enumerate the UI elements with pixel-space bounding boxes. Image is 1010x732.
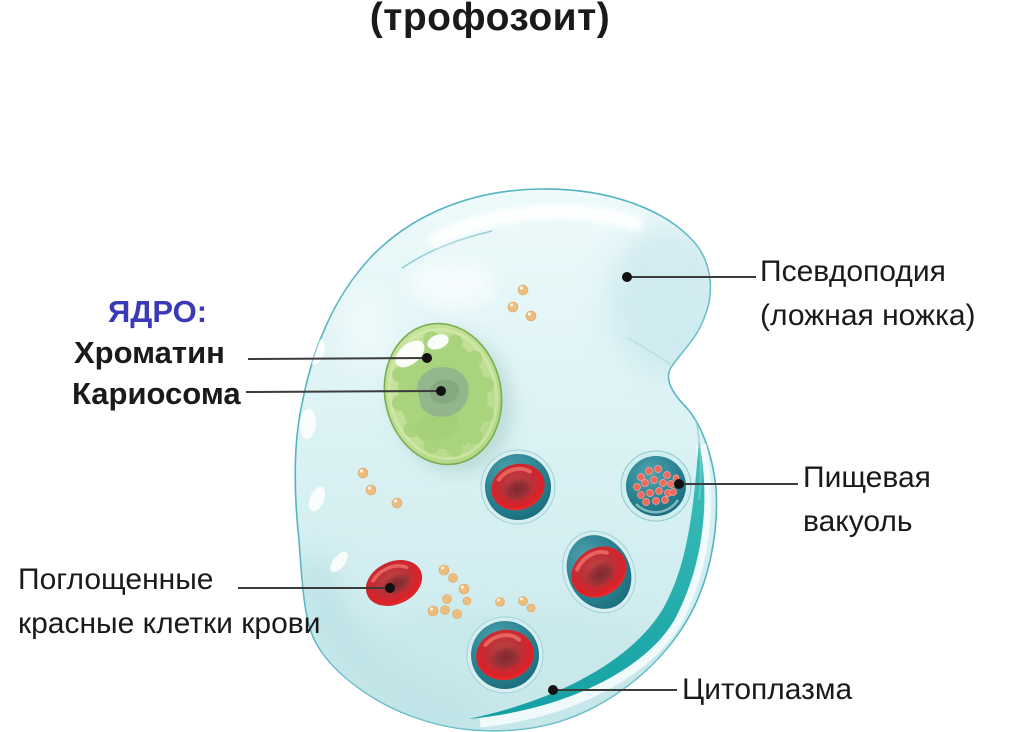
food-vacuole-pointer-dot: [674, 479, 684, 489]
nucleus-texture: [415, 411, 460, 441]
red-blood-cell-in-vacuole: [480, 449, 556, 525]
red-blood-cell-in-vacuole: [562, 530, 636, 614]
label-engulfed-rbc-line1: Поглощенные: [18, 563, 214, 596]
label-engulfed-rbc: Поглощенные красные клетки крови: [18, 558, 320, 646]
cytoplasm-pointer-dot: [548, 685, 558, 695]
pointer-dots: [385, 272, 684, 695]
karyosome-pointer-dot: [436, 386, 446, 396]
label-food-vacuole-line2: вакуоль: [803, 505, 913, 538]
nucleus-highlight: [395, 340, 425, 368]
label-engulfed-rbc-line2: красные клетки крови: [18, 607, 321, 640]
red-blood-cell-free: [365, 560, 423, 606]
crescent-light-gap: [479, 444, 712, 728]
label-karyosome: Кариосома: [72, 376, 241, 411]
membrane-seam: [401, 230, 493, 269]
cytoplasm-crescent: [468, 441, 705, 719]
chromatin-pointer-dot: [422, 353, 432, 363]
soft-highlight: [410, 260, 494, 308]
membrane-fold-2: [627, 337, 673, 367]
pointer-line-chromatin: [247, 357, 428, 360]
label-pseudopodia-line2: (ложная ножка): [760, 299, 976, 332]
diagram-title: (трофозоит): [369, 0, 611, 39]
pseudopodia-pointer-dot: [622, 272, 632, 282]
top-highlight: [428, 204, 644, 248]
red-blood-cell-in-vacuole: [466, 616, 544, 694]
label-pseudopodia: Псевдоподия (ложная ножка): [760, 250, 976, 338]
food-vacuole: [620, 450, 692, 522]
food-vacuole-particles: [633, 465, 680, 506]
soft-highlight-left: [340, 288, 392, 376]
label-pseudopodia-line1: Псевдоподия: [760, 255, 946, 288]
nucleus-highlight-2: [427, 334, 449, 350]
label-chromatin: Хроматин: [74, 335, 225, 370]
label-nucleus-heading: ЯДРО:: [108, 294, 208, 329]
pointer-lines: [238, 276, 798, 691]
label-cytoplasm: Цитоплазма: [682, 673, 853, 706]
engulfed-rbc-pointer-dot: [385, 583, 395, 593]
label-food-vacuole: Пищевая вакуоль: [803, 456, 931, 544]
label-food-vacuole-line1: Пищевая: [803, 461, 931, 494]
food-particles: [357, 284, 537, 619]
pointer-line-karyosome: [245, 390, 442, 393]
